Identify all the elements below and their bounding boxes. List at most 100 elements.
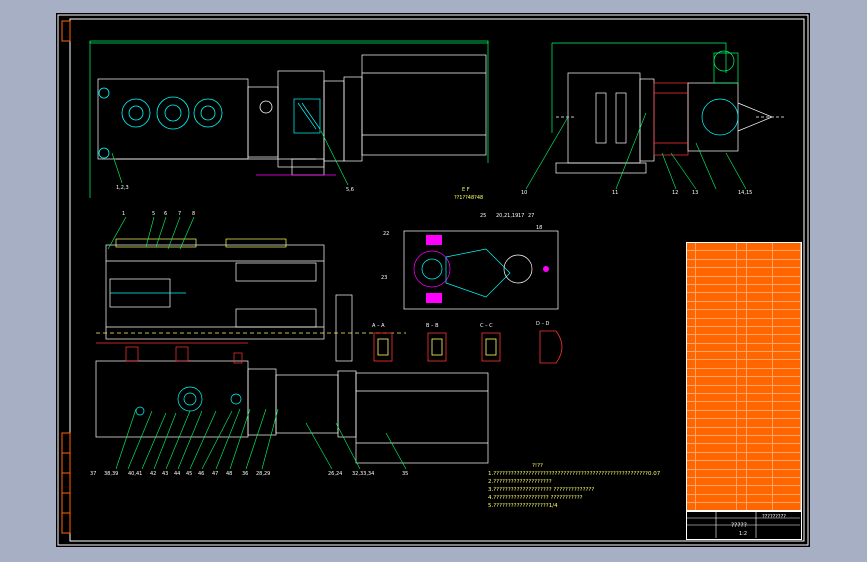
callout-43: 43	[162, 471, 169, 477]
callout-47: 47	[212, 471, 219, 477]
parts-cell	[773, 318, 801, 326]
parts-cell	[773, 335, 801, 343]
parts-row	[687, 326, 801, 336]
parts-cell	[687, 310, 697, 318]
parts-cell	[687, 259, 697, 268]
parts-cell	[773, 452, 801, 461]
parts-cell	[747, 259, 773, 268]
parts-cell	[687, 368, 697, 377]
parts-row	[687, 394, 801, 403]
parts-cell	[747, 318, 773, 326]
parts-cell	[696, 402, 738, 410]
parts-cell	[696, 494, 738, 503]
note-line-4: 4.??????????????????? ???????????	[488, 495, 583, 501]
parts-row	[687, 293, 801, 302]
callout-1-2-3: 1,2,3	[116, 185, 129, 191]
parts-cell	[737, 343, 747, 352]
parts-cell	[687, 284, 697, 293]
parts-cell	[737, 377, 747, 385]
parts-cell	[696, 310, 738, 318]
callout-35: 35	[402, 471, 409, 477]
parts-cell	[696, 335, 738, 343]
parts-cell	[696, 368, 738, 377]
front-view-base	[116, 158, 336, 176]
parts-cell	[737, 477, 747, 486]
drawing-scale: 1:2	[739, 531, 748, 537]
parts-cell	[773, 343, 801, 352]
parts-cell	[737, 486, 747, 494]
parts-cell	[737, 276, 747, 284]
parts-cell	[696, 268, 738, 276]
parts-cell	[747, 310, 773, 318]
callout-38-39: 38,39	[104, 471, 119, 477]
parts-cell	[773, 368, 801, 377]
parts-cell	[696, 477, 738, 486]
parts-row	[687, 360, 801, 369]
parts-cell	[747, 469, 773, 477]
parts-cell	[773, 410, 801, 419]
parts-cell	[747, 402, 773, 410]
parts-cell	[747, 368, 773, 377]
parts-row	[687, 276, 801, 285]
parts-row	[687, 469, 801, 478]
note-line-2: 2.????????????????????	[488, 479, 552, 485]
parts-cell	[747, 284, 773, 293]
parts-cell	[737, 503, 747, 511]
parts-cell	[687, 410, 697, 419]
callout-45: 45	[186, 471, 193, 477]
parts-cell	[773, 435, 801, 444]
callout-48: 48	[226, 471, 233, 477]
parts-row	[687, 444, 801, 453]
parts-cell	[773, 301, 801, 310]
parts-cell	[747, 276, 773, 284]
parts-cell	[747, 335, 773, 343]
parts-cell	[737, 469, 747, 477]
callout-27: 27	[528, 213, 535, 219]
parts-row	[687, 477, 801, 487]
callout-40-41: 40,41	[128, 471, 143, 477]
parts-cell	[737, 318, 747, 326]
parts-cell	[687, 276, 697, 284]
parts-cell	[687, 486, 697, 494]
plan-view-top	[96, 238, 406, 362]
callout-13: 13	[692, 190, 699, 196]
left-stamp-strip	[61, 20, 71, 534]
parts-cell	[737, 410, 747, 419]
parts-cell	[747, 452, 773, 461]
technical-notes: ?!?? 1.?????????????????????????????????…	[488, 462, 688, 510]
parts-cell	[747, 377, 773, 385]
parts-cell	[687, 419, 697, 427]
parts-row	[687, 335, 801, 344]
inner-border	[69, 18, 805, 542]
parts-cell	[747, 326, 773, 335]
parts-cell	[696, 435, 738, 444]
parts-row	[687, 435, 801, 445]
parts-cell	[696, 469, 738, 477]
callout-plan-6: 6	[164, 211, 168, 217]
title-block-lines	[686, 510, 800, 538]
callout-plan-1: 1	[122, 211, 126, 217]
parts-cell	[687, 343, 697, 352]
callout-26-24: 26,24	[328, 471, 343, 477]
parts-row	[687, 486, 801, 495]
parts-cell	[687, 352, 697, 360]
parts-row	[687, 461, 801, 470]
parts-cell	[737, 259, 747, 268]
parts-cell	[747, 343, 773, 352]
parts-cell	[773, 293, 801, 301]
parts-cell	[773, 477, 801, 486]
parts-cell	[747, 301, 773, 310]
callout-11: 11	[612, 190, 619, 196]
parts-cell	[687, 301, 697, 310]
parts-cell	[747, 486, 773, 494]
parts-cell	[773, 326, 801, 335]
parts-cell	[747, 410, 773, 419]
callout-23: 23	[381, 275, 388, 281]
parts-cell	[737, 310, 747, 318]
parts-cell	[737, 301, 747, 310]
parts-cell	[747, 251, 773, 259]
parts-cell	[773, 394, 801, 402]
parts-cell	[747, 444, 773, 452]
parts-cell	[687, 461, 697, 469]
parts-cell	[737, 268, 747, 276]
